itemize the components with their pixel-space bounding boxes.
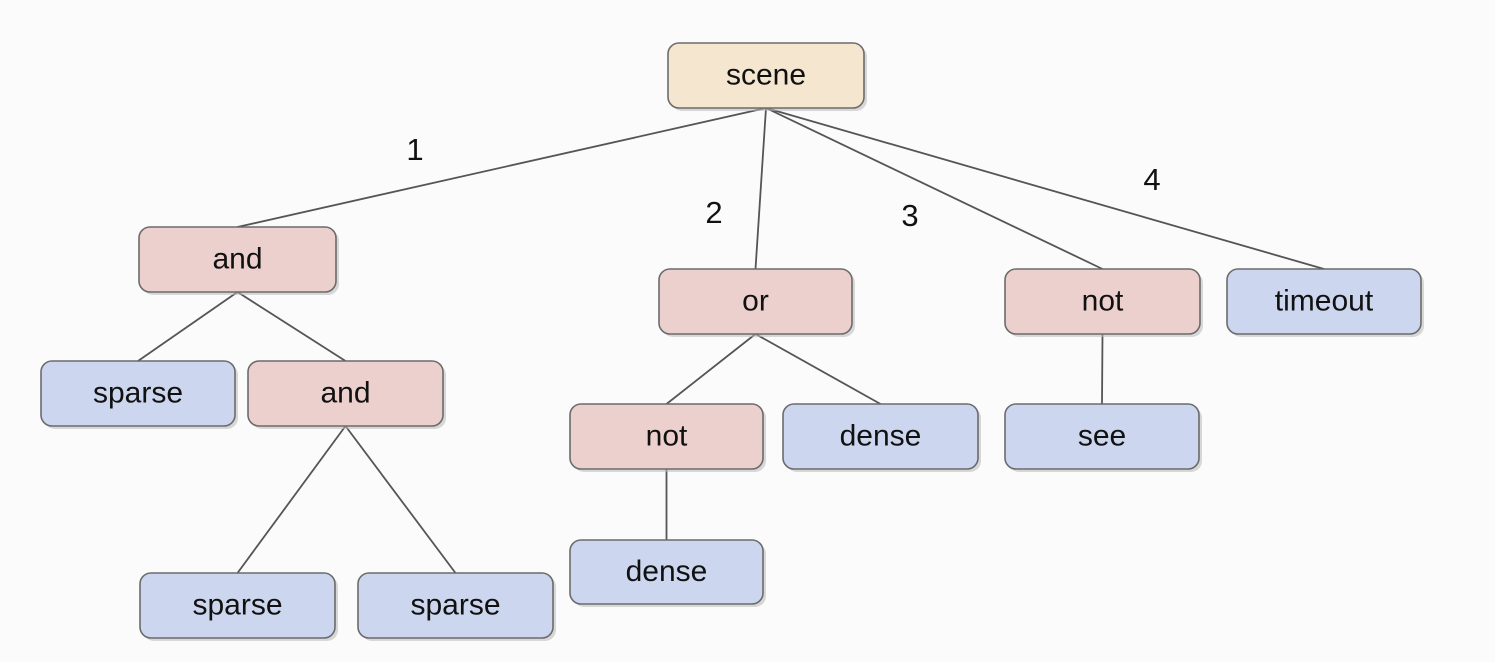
edge-label-3: 3 <box>901 198 918 233</box>
node-label: sparse <box>410 588 500 621</box>
tree-edge-scene-to-not1 <box>765 107 1104 270</box>
tree-node-see1[interactable]: see <box>1004 403 1202 472</box>
tree-node-and2[interactable]: and <box>247 360 446 429</box>
tree-edge-and1-to-and2 <box>236 291 347 362</box>
node-box-leaf[interactable] <box>1226 268 1422 335</box>
tree-edge-scene-to-or1 <box>754 107 767 270</box>
node-box-root[interactable] <box>667 42 865 109</box>
edge-label-1: 1 <box>406 132 423 167</box>
node-box-leaf[interactable] <box>569 539 764 605</box>
node-box-leaf[interactable] <box>1004 403 1200 470</box>
node-label: or <box>742 284 769 317</box>
node-box-leaf[interactable] <box>139 572 336 639</box>
tree-node-dense1[interactable]: dense <box>782 403 981 472</box>
tree-edge-and1-to-sparse1 <box>137 291 239 362</box>
tree-edge-or1-to-not2 <box>665 333 757 405</box>
node-label: sparse <box>93 376 183 409</box>
node-label: not <box>1082 284 1124 317</box>
edge-label-4: 4 <box>1143 162 1160 197</box>
node-label: dense <box>626 555 708 588</box>
node-box-leaf[interactable] <box>782 403 979 470</box>
node-label: see <box>1078 419 1126 452</box>
tree-edge-and2-to-sparse2 <box>236 425 347 574</box>
nodes-layer: scene and or not timeout sparse and not dense see… <box>40 42 1424 641</box>
node-label: not <box>646 419 688 452</box>
node-box-operator[interactable] <box>138 226 337 293</box>
node-box-operator[interactable] <box>247 360 444 427</box>
tree-node-sparse2[interactable]: sparse <box>139 572 338 641</box>
edge-labels-layer: 1 2 3 4 <box>406 132 1160 233</box>
tree-node-or1[interactable]: or <box>658 268 855 337</box>
tree-node-not1[interactable]: not <box>1004 268 1203 337</box>
node-label: timeout <box>1275 284 1374 317</box>
tree-edge-scene-to-timeout1 <box>765 107 1325 270</box>
node-box-operator[interactable] <box>658 268 853 335</box>
node-label: and <box>212 242 262 275</box>
node-label: and <box>320 376 370 409</box>
node-box-operator[interactable] <box>1004 268 1201 335</box>
node-label: sparse <box>192 588 282 621</box>
tree-edge-or1-to-dense1 <box>754 333 882 405</box>
node-label: scene <box>726 58 806 91</box>
tree-edge-and2-to-sparse3 <box>344 425 457 574</box>
node-box-operator[interactable] <box>569 403 764 470</box>
tree-edge-not1-to-see1 <box>1101 333 1104 405</box>
tree-node-not2[interactable]: not <box>569 403 766 472</box>
tree-node-timeout1[interactable]: timeout <box>1226 268 1424 337</box>
tree-node-dense2[interactable]: dense <box>569 539 766 607</box>
node-label: dense <box>840 419 922 452</box>
edges-layer <box>137 107 1325 574</box>
node-box-leaf[interactable] <box>40 360 236 427</box>
tree-node-scene[interactable]: scene <box>667 42 867 111</box>
tree-edge-scene-to-and1 <box>236 107 767 228</box>
tree-node-sparse3[interactable]: sparse <box>357 572 556 641</box>
tree-node-and1[interactable]: and <box>138 226 339 295</box>
tree-node-sparse1[interactable]: sparse <box>40 360 238 429</box>
edge-label-2: 2 <box>705 195 722 230</box>
node-box-leaf[interactable] <box>357 572 554 639</box>
